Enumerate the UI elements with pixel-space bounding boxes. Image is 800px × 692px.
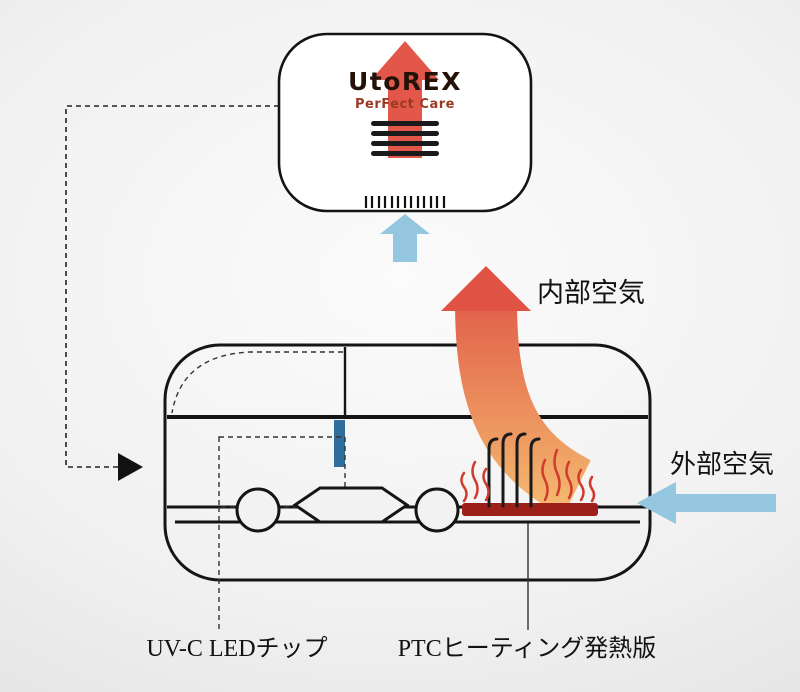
intake-air-arrow-icon bbox=[637, 482, 776, 524]
internal-air-label: 内部空気 bbox=[537, 278, 645, 308]
bottom-comb-vents bbox=[364, 196, 446, 208]
internal-mechanism bbox=[235, 486, 460, 533]
exhaust-arrow-icon bbox=[371, 41, 439, 158]
brand-logo-text: UtoREX bbox=[348, 67, 462, 96]
hot-air-arrow-icon bbox=[441, 266, 592, 516]
heater-coil bbox=[501, 432, 513, 508]
motor-hexagon bbox=[292, 486, 410, 524]
heat-wave-marks bbox=[460, 448, 596, 503]
top-device: UtoREX PerFect Care bbox=[277, 32, 533, 213]
roller-circle-left bbox=[235, 487, 281, 533]
heat-wave bbox=[460, 471, 468, 503]
vent-grille bbox=[371, 121, 439, 156]
heater-coil bbox=[515, 432, 527, 508]
heat-wave bbox=[553, 448, 561, 497]
vent-line bbox=[371, 151, 439, 156]
external-air-label: 外部空気 bbox=[670, 450, 774, 479]
vent-line bbox=[371, 141, 439, 146]
flow-direction-arrow-icon bbox=[118, 453, 143, 481]
uv-led-dashed-zone bbox=[218, 436, 346, 508]
lower-device-body bbox=[163, 343, 652, 582]
heat-wave bbox=[565, 460, 573, 500]
lower-device bbox=[163, 343, 652, 630]
heat-wave bbox=[541, 458, 549, 502]
heat-wave bbox=[482, 467, 490, 502]
uvc-led-label: UV-C LEDチップ bbox=[146, 635, 327, 662]
lid-hidden-edge-dashed bbox=[171, 351, 343, 414]
heater-coils bbox=[487, 432, 541, 508]
heater-coil bbox=[487, 437, 499, 508]
heat-wave bbox=[588, 475, 596, 503]
brand-tagline-text: PerFect Care bbox=[355, 97, 455, 112]
ptc-heater-label: PTCヒーティング発熱版 bbox=[398, 635, 657, 662]
rising-air-arrow-icon bbox=[380, 214, 430, 262]
roller-circle-right bbox=[414, 487, 460, 533]
hot-air-arrow-shaft bbox=[455, 299, 592, 516]
vent-line bbox=[371, 121, 439, 126]
heater-coil bbox=[529, 437, 541, 508]
uv-led-bar bbox=[334, 420, 345, 467]
heat-wave bbox=[577, 468, 585, 502]
vent-line bbox=[371, 131, 439, 136]
hot-air-arrow-head bbox=[441, 266, 531, 311]
ptc-heater-plate bbox=[462, 503, 598, 516]
heat-wave bbox=[471, 460, 479, 500]
